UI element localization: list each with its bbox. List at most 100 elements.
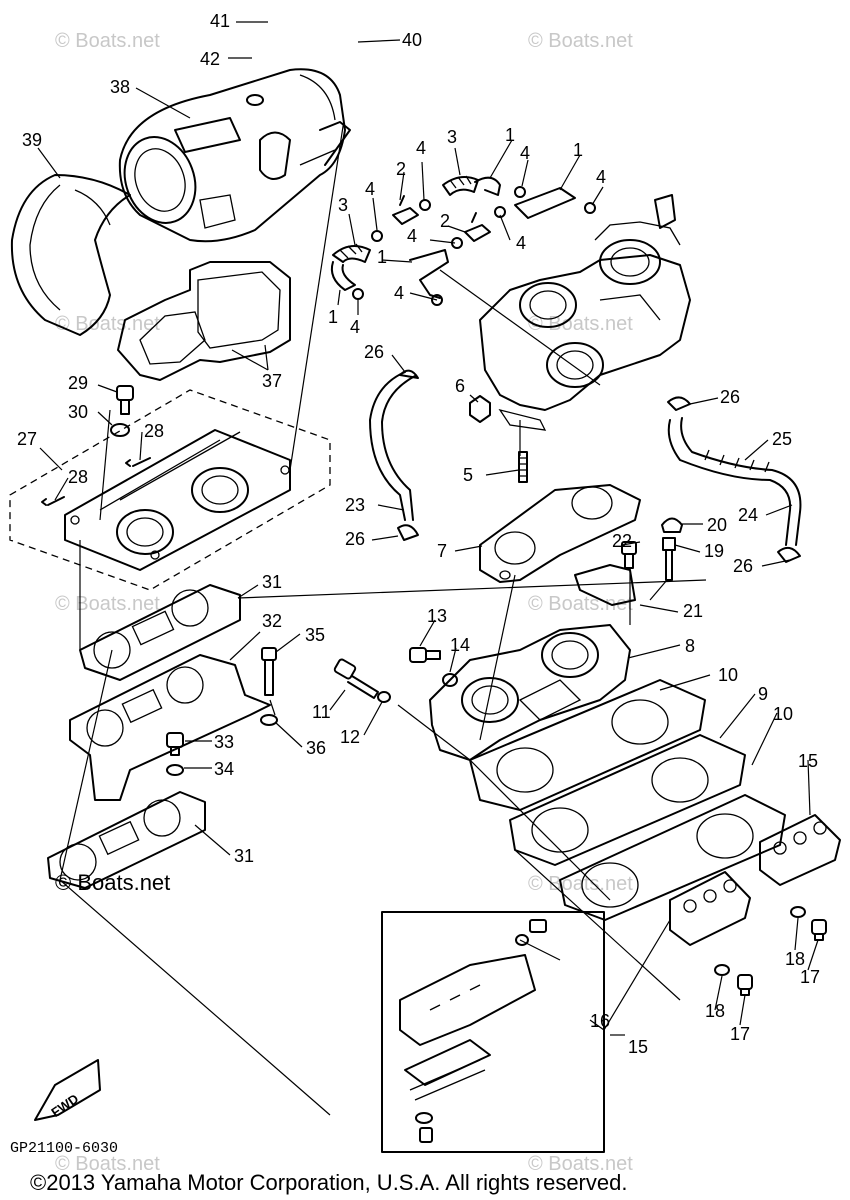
hose-1-upper — [474, 176, 501, 196]
reference-code: GP21100-6030 — [10, 1140, 119, 1157]
watermark: © Boats.net — [55, 593, 160, 615]
screw-28 — [41, 496, 65, 506]
watermark: © Boats.net — [528, 873, 633, 895]
callout-28: 28 — [144, 421, 165, 441]
washer-18 — [790, 906, 806, 918]
callout-21: 21 — [683, 601, 704, 621]
bolt-29 — [116, 385, 134, 415]
gasket-7 — [479, 484, 641, 583]
watermark: © Boats.net — [55, 30, 160, 52]
callout-20: 20 — [707, 515, 728, 535]
callout-30: 30 — [68, 402, 89, 422]
cover-assembly-27 — [9, 389, 331, 591]
callout-1: 1 — [377, 247, 388, 267]
gasket-31-upper — [79, 584, 241, 681]
callout-9: 9 — [758, 684, 769, 704]
callout-36: 36 — [306, 738, 327, 758]
callout-24: 24 — [738, 505, 759, 525]
callout-4: 4 — [516, 233, 527, 253]
callout-34: 34 — [214, 759, 235, 779]
copyright-notice: ©2013 Yamaha Motor Corporation, U.S.A. A… — [30, 1170, 628, 1195]
plate-32 — [69, 654, 271, 801]
callout-5: 5 — [463, 465, 474, 485]
hose-3-upper — [442, 175, 479, 196]
callout-18: 18 — [785, 949, 806, 969]
bracket-21 — [574, 564, 636, 606]
clamps-4 — [352, 186, 596, 306]
air-silencer-38 — [118, 68, 351, 243]
callout-18: 18 — [705, 1001, 726, 1021]
gasket-10-upper — [469, 679, 706, 811]
callout-33: 33 — [214, 732, 235, 752]
callout-11: 11 — [312, 702, 331, 722]
clip-26 — [777, 546, 801, 563]
bolt-22 — [621, 541, 637, 569]
callout-15: 15 — [798, 751, 819, 771]
hose-23 — [369, 371, 416, 521]
gasket-37 — [117, 261, 291, 381]
callout-4: 4 — [365, 179, 376, 199]
callout-4: 4 — [520, 143, 531, 163]
carburetor-assembly — [479, 194, 691, 431]
screw-28 — [125, 457, 151, 467]
callout-4: 4 — [596, 167, 607, 187]
callout-4: 4 — [350, 317, 361, 337]
clip-26 — [667, 396, 691, 411]
callout-29: 29 — [68, 373, 89, 393]
watermark: © Boats.net — [55, 1153, 160, 1175]
callout-17: 17 — [730, 1024, 751, 1044]
watermark: © Boats.net — [55, 313, 160, 335]
hose-25-ribs — [704, 449, 770, 473]
callout-4: 4 — [416, 138, 427, 158]
gasket-10-lower — [559, 794, 786, 921]
callout-6: 6 — [455, 376, 466, 396]
gasket-31-lower — [47, 791, 206, 889]
air-duct-39 — [10, 174, 131, 336]
hose-1-right — [514, 187, 576, 219]
callout-2: 2 — [396, 159, 407, 179]
callout-3: 3 — [338, 195, 349, 215]
joint-2 — [464, 212, 491, 242]
callout-26: 26 — [345, 529, 366, 549]
washer-34 — [166, 764, 184, 776]
bolt-33 — [166, 732, 184, 756]
callout-10: 10 — [718, 665, 739, 685]
intake-manifold-8 — [429, 624, 631, 761]
callout-13: 13 — [427, 606, 448, 626]
callout-10: 10 — [773, 704, 794, 724]
callout-4: 4 — [407, 226, 418, 246]
watermark: © Boats.net — [528, 30, 633, 52]
fitting-19 — [662, 537, 676, 581]
callout-8: 8 — [685, 636, 696, 656]
callout-1: 1 — [505, 125, 516, 145]
hose-1-left — [330, 261, 356, 291]
callout-37: 37 — [262, 371, 283, 391]
reed-valve-15-upper — [759, 814, 841, 886]
callout-40: 40 — [402, 30, 423, 50]
callout-1: 1 — [328, 307, 339, 327]
callout-19: 19 — [704, 541, 725, 561]
nut-6 — [469, 395, 491, 423]
callout-4: 4 — [394, 283, 405, 303]
callout-25: 25 — [772, 429, 793, 449]
callout-7: 7 — [437, 541, 448, 561]
callout-35: 35 — [305, 625, 326, 645]
hose-25 — [667, 417, 802, 546]
callout-16: 16 — [590, 1011, 611, 1031]
callout-15: 15 — [628, 1037, 649, 1057]
callout-31: 31 — [234, 846, 255, 866]
callout-26: 26 — [733, 556, 754, 576]
assembly-lines — [59, 119, 681, 1116]
callout-42: 42 — [200, 49, 221, 69]
bolt-11 — [333, 658, 379, 699]
callout-32: 32 — [262, 611, 283, 631]
callout-26: 26 — [364, 342, 385, 362]
reed-valve-inset — [381, 911, 605, 1153]
cap-20 — [661, 517, 683, 533]
callout-14: 14 — [450, 635, 471, 655]
callout-1: 1 — [573, 140, 584, 160]
callout-26: 26 — [720, 387, 741, 407]
callout-27: 27 — [17, 429, 38, 449]
watermark: © Boats.net — [528, 1153, 633, 1175]
